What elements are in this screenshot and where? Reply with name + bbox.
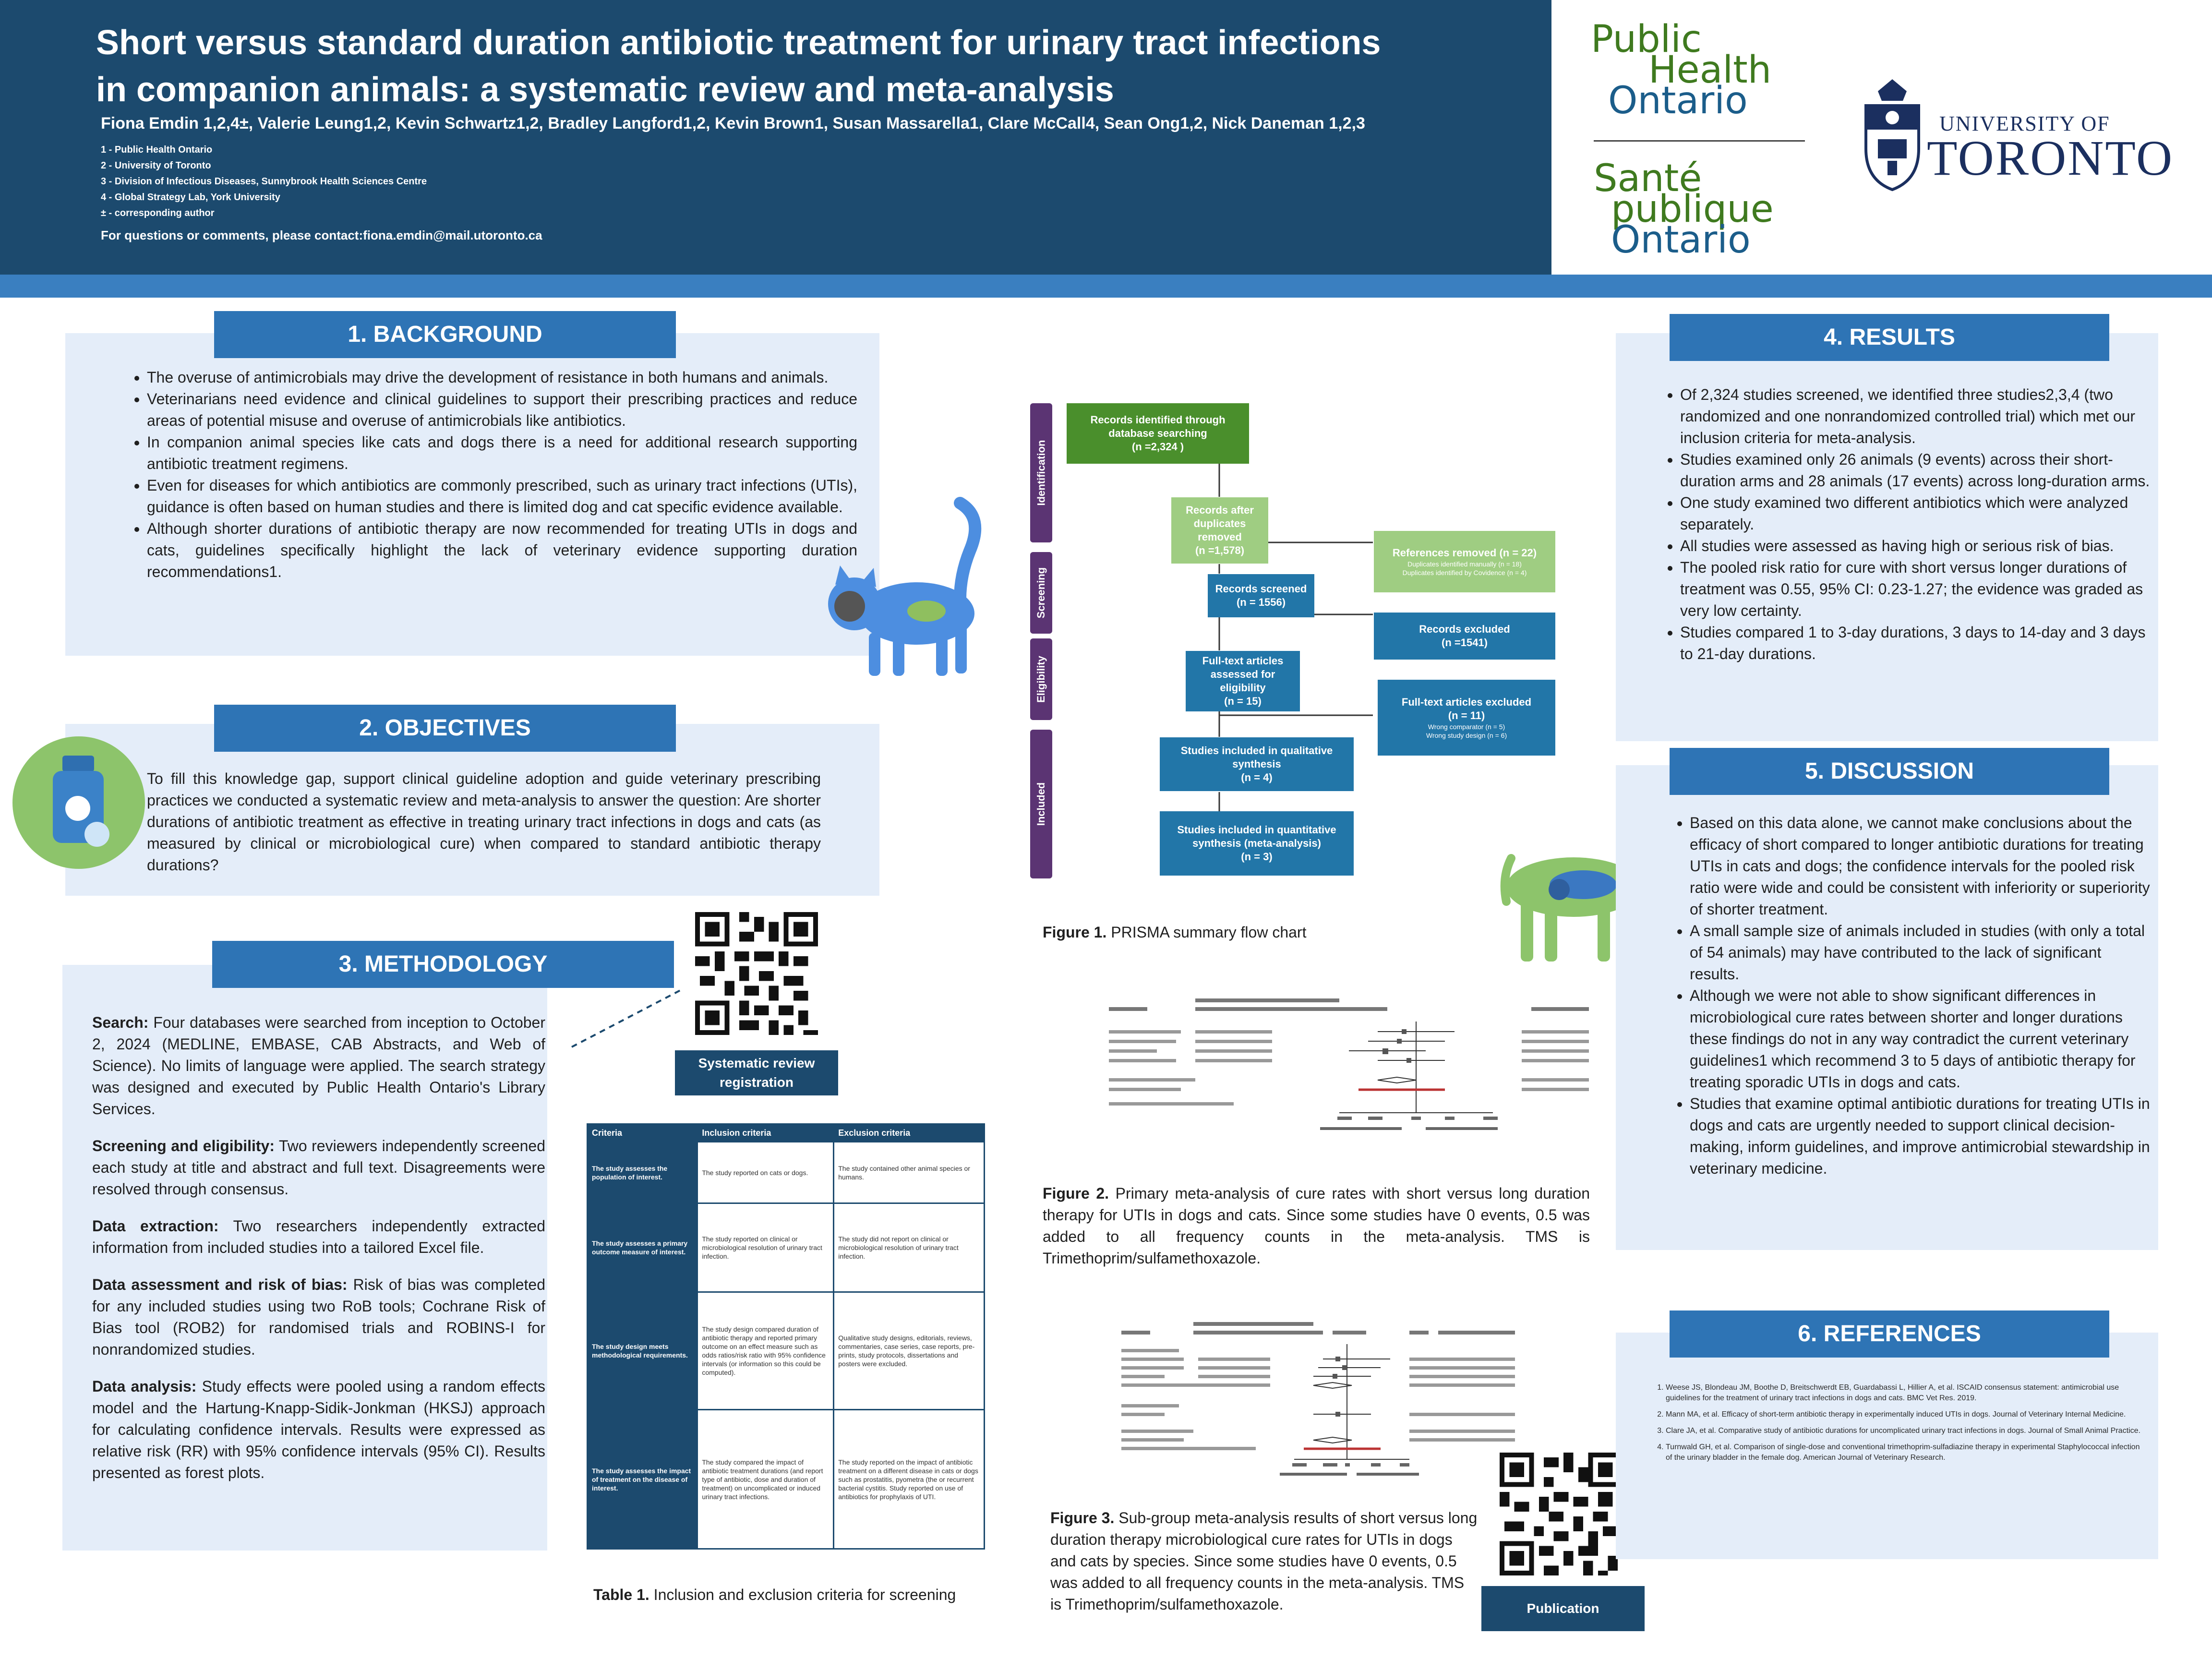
header-banner [0,0,1551,275]
affiliation: 2 - University of Toronto [101,160,211,171]
table-row: The study design meets methodological re… [586,1291,985,1410]
authors: Fiona Emdin 1,2,4±, Valerie Leung1,2, Ke… [101,114,1365,132]
figure3-forest-plot [1121,1322,1515,1476]
method-extraction: Data extraction: Two researchers indepen… [92,1217,546,1256]
methodology-body: Search: Four databases were searched fro… [92,1012,545,1499]
table-row: The study assesses the population of int… [586,1141,985,1204]
objectives-text: To fill this knowledge gap, support clin… [147,770,821,874]
registration-qr-code-icon[interactable] [695,912,818,1035]
prisma-box-full-text: Full-text articles assessed for eligibil… [1186,651,1300,711]
list-item: Studies that examine optimal antibiotic … [1690,1093,2151,1179]
list-item: The pooled risk ratio for cure with shor… [1680,557,2151,622]
list-item: Weese JS, Blondeau JM, Boothe D, Breitsc… [1666,1382,2146,1404]
prisma-box-references-removed: References removed (n = 22) Duplicates i… [1374,531,1555,592]
affiliation: 3 - Division of Infectious Diseases, Sun… [101,176,427,187]
affiliations: 1 - Public Health Ontario 2 - University… [101,142,427,221]
results-panel [1616,333,2158,741]
list-item: A small sample size of animals included … [1690,920,2151,985]
pho-logo-en: Public Health Ontario [1591,18,1772,122]
registration-qr-label: Systematic review registration [675,1050,838,1095]
medicine-bottle-icon [12,736,145,869]
background-list: The overuse of antimicrobials may drive … [113,367,857,583]
affiliation: 4 - Global Strategy Lab, York University [101,192,280,203]
uoft-wordmark: TORONTO [1927,131,2174,186]
pho-logo-fr: Santé publique Ontario [1594,157,1774,262]
method-analysis: Data analysis: Study effects were pooled… [92,1378,546,1481]
logo-area: Public Health Ontario Santé publique Ont… [1551,0,2212,275]
references-panel [1616,1333,2158,1559]
prisma-box-after-duplicates: Records after duplicates removed(n =1,57… [1171,497,1268,564]
results-list: Of 2,324 studies screened, we identified… [1651,384,2151,665]
list-item: Although shorter durations of antibiotic… [147,518,857,583]
prisma-box-full-text-excluded: Full-text articles excluded(n = 11) Wron… [1378,680,1555,756]
table-row: The study assesses a primary outcome mea… [586,1202,985,1293]
list-item: Even for diseases for which antibiotics … [147,475,857,518]
table-header: Exclusion criteria [833,1123,985,1142]
contact-line: For questions or comments, please contac… [101,228,542,242]
table1-caption: Table 1. Inclusion and exclusion criteri… [593,1586,956,1603]
figure2-forest-plot [1109,998,1589,1130]
stage-identification: Identification [1030,403,1052,542]
prisma-box-identified: Records identified through database sear… [1067,403,1249,464]
list-item: Clare JA, et al. Comparative study of an… [1666,1426,2146,1436]
list-item: Although we were not able to show signif… [1690,985,2151,1093]
table-header: Criteria [586,1123,698,1142]
list-item: All studies were assessed as having high… [1680,535,2151,557]
logo-divider [1594,140,1805,142]
discussion-heading: 5. DISCUSSION [1670,748,2109,795]
method-search: Search: Four databases were searched fro… [92,1014,545,1118]
objectives-panel [65,724,879,896]
figure2-caption: Figure 2. Primary meta-analysis of cure … [1043,1185,1590,1267]
affiliation: 1 - Public Health Ontario [101,144,213,155]
figure1-caption: Figure 1. PRISMA summary flow chart [1043,924,1307,941]
methodology-panel [62,965,547,1551]
affiliation: ± - corresponding author [101,208,215,218]
cat-illustration-icon [828,497,982,676]
discussion-panel [1616,765,2158,1250]
header-band [0,275,2212,298]
table-header: Inclusion criteria [697,1123,835,1142]
publication-qr-code-icon[interactable] [1500,1453,1623,1575]
method-screening: Screening and eligibility: Two reviewers… [92,1137,545,1198]
stage-eligibility: Eligibility [1030,638,1052,720]
uoft-crest-icon [1864,79,1920,192]
list-item: Veterinarians need evidence and clinical… [147,388,857,432]
references-heading: 6. REFERENCES [1670,1310,2109,1358]
objectives-heading: 2. OBJECTIVES [214,705,676,752]
list-item: The overuse of antimicrobials may drive … [147,367,857,388]
list-item: One study examined two different antibio… [1680,492,2151,535]
prisma-box-qualitative: Studies included in qualitative synthesi… [1160,737,1354,791]
references-list: Weese JS, Blondeau JM, Boothe D, Breitsc… [1651,1382,2146,1469]
list-item: Based on this data alone, we cannot make… [1690,812,2151,920]
stage-screening: Screening [1030,552,1052,634]
prisma-box-records-excluded: Records excluded(n =1541) [1374,613,1555,660]
methodology-heading: 3. METHODOLOGY [212,941,674,988]
table-header-row: Criteria Inclusion criteria Exclusion cr… [586,1123,985,1142]
criteria-table: Criteria Inclusion criteria Exclusion cr… [586,1123,985,1550]
publication-qr-label: Publication [1481,1586,1645,1631]
list-item: Studies examined only 26 animals (9 even… [1680,449,2151,492]
results-heading: 4. RESULTS [1670,314,2109,361]
uoft-wordmark-top: UNIVERSITY OF [1939,112,2110,135]
prisma-box-screened: Records screened(n = 1556) [1208,574,1314,617]
prisma-box-quantitative: Studies included in quantitative synthes… [1160,811,1354,876]
list-item: Mann MA, et al. Efficacy of short-term a… [1666,1409,2146,1420]
list-item: Studies compared 1 to 3-day durations, 3… [1680,622,2151,665]
table-row: The study assesses the impact of treatme… [586,1409,985,1550]
list-item: Turnwald GH, et al. Comparison of single… [1666,1442,2146,1463]
poster-title: Short versus standard duration antibioti… [96,24,1381,109]
discussion-list: Based on this data alone, we cannot make… [1661,812,2151,1179]
stage-included: Included [1030,730,1052,878]
figure3-caption: Figure 3. Sub-group meta-analysis result… [1050,1509,1478,1613]
background-heading: 1. BACKGROUND [214,311,676,358]
background-panel [65,333,879,656]
list-item: Of 2,324 studies screened, we identified… [1680,384,2151,449]
list-item: In companion animal species like cats an… [147,432,857,475]
dashed-connector [571,988,683,1048]
method-risk-of-bias: Data assessment and risk of bias: Risk o… [92,1276,546,1358]
